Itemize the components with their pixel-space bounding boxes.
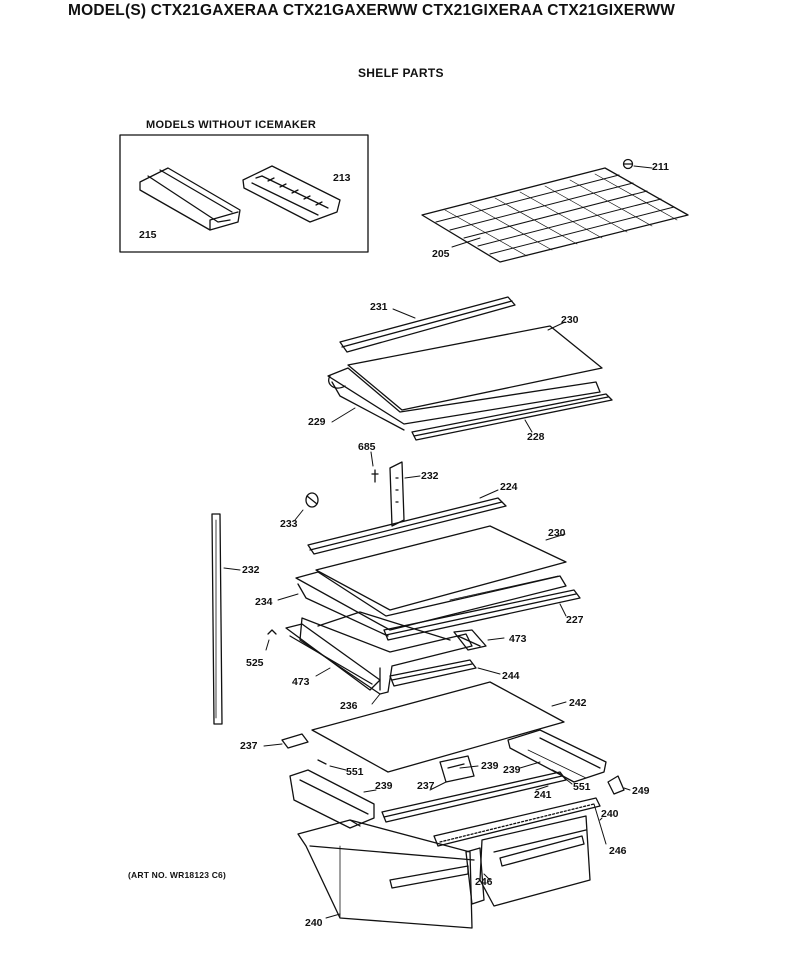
part-230-glass-upper	[348, 322, 602, 410]
part-229-shelf-frame	[328, 368, 600, 430]
callout-244: 244	[502, 670, 520, 682]
callout-685: 685	[358, 441, 376, 453]
part-213-ice-tray	[243, 166, 340, 222]
part-241-rail	[382, 772, 566, 822]
callout-227: 227	[566, 614, 584, 626]
part-crisper-pan-right	[480, 816, 590, 906]
callout-551-right: 551	[573, 781, 591, 793]
part-232-side-bracket	[212, 514, 240, 724]
part-473-slide-right	[454, 630, 504, 650]
part-crisper-frame-left	[290, 770, 374, 828]
part-233-stop	[295, 493, 318, 520]
callout-249: 249	[632, 785, 650, 797]
callout-213: 213	[333, 172, 351, 184]
part-237-support-left	[264, 734, 308, 748]
callout-230-lower: 230	[548, 527, 566, 539]
callout-230-upper: 230	[561, 314, 579, 326]
leader-239c	[364, 790, 376, 792]
callout-246-right: 246	[609, 845, 627, 857]
part-685-screw	[371, 452, 378, 482]
callout-236: 236	[340, 700, 358, 712]
part-crisper-rack-right	[508, 730, 606, 782]
callout-231: 231	[370, 301, 388, 313]
page-subtitle: SHELF PARTS	[358, 66, 444, 80]
callout-242: 242	[569, 697, 587, 709]
part-215-bin	[140, 168, 240, 230]
part-crisper-divider	[466, 848, 484, 904]
callout-239-center: 239	[481, 760, 499, 772]
callout-224: 224	[500, 481, 518, 493]
part-237-support-center	[430, 756, 474, 790]
callout-232-center: 232	[421, 470, 439, 482]
callout-215: 215	[139, 229, 157, 241]
callout-246-center: 246	[475, 876, 493, 888]
callout-240-left: 240	[305, 917, 323, 929]
part-551-left	[318, 760, 346, 770]
part-240-crisper-pan-left	[298, 820, 474, 928]
callout-229: 229	[308, 416, 326, 428]
part-231-rail	[340, 297, 515, 352]
page-title: MODEL(S) CTX21GAXERAA CTX21GAXERWW CTX21…	[68, 2, 676, 19]
part-224-rail	[308, 490, 506, 554]
inset-title: MODELS WITHOUT ICEMAKER	[146, 119, 317, 131]
callout-237-center: 237	[417, 780, 435, 792]
part-230-glass-lower	[316, 526, 566, 610]
callout-551-left: 551	[346, 766, 364, 778]
callout-473-right: 473	[509, 633, 527, 645]
part-236-drawer-frame	[300, 612, 472, 704]
callout-205: 205	[432, 248, 450, 260]
callout-525: 525	[246, 657, 264, 669]
callout-240-right: 240	[601, 808, 619, 820]
callout-473-left: 473	[292, 676, 310, 688]
part-232-bracket-center	[390, 462, 420, 526]
callout-237-left: 237	[240, 740, 258, 752]
part-242-crisper-cover	[312, 682, 566, 772]
callout-241: 241	[534, 789, 552, 801]
inset-frame	[120, 135, 368, 252]
art-number: (ART NO. WR18123 C6)	[128, 870, 226, 880]
part-228-rail	[412, 394, 612, 440]
part-525-clip	[266, 630, 276, 650]
leader-239a	[460, 766, 478, 768]
callout-234: 234	[255, 596, 273, 608]
part-205-wire-shelf	[422, 168, 688, 262]
callout-239-left: 239	[375, 780, 393, 792]
callout-233: 233	[280, 518, 298, 530]
callout-232-side: 232	[242, 564, 260, 576]
part-249-clip	[608, 776, 630, 794]
callout-228: 228	[527, 431, 545, 443]
part-211-clip	[624, 160, 653, 169]
callout-211: 211	[652, 161, 669, 173]
callout-239-right: 239	[503, 764, 521, 776]
part-227-rail	[384, 590, 580, 640]
part-234-shelf-frame	[278, 572, 566, 636]
leader-239b	[520, 762, 540, 768]
part-244-rail	[390, 660, 500, 686]
